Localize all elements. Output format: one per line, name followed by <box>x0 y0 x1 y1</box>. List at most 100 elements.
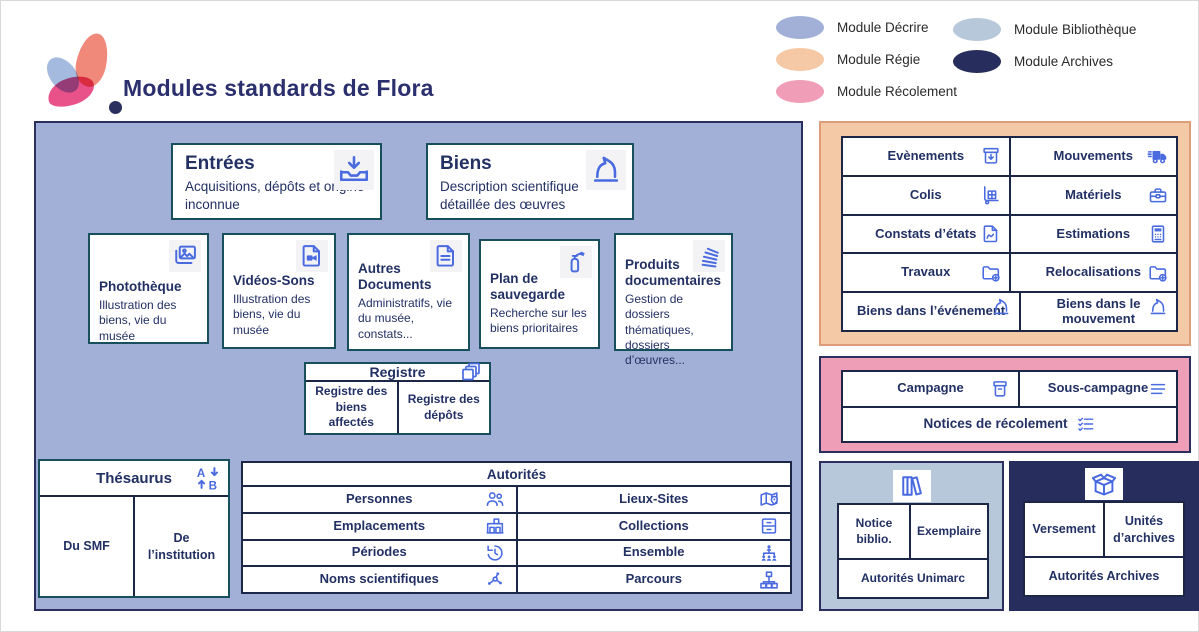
report-doc-icon <box>980 223 1002 245</box>
card-entrees: Entrées Acquisitions, dépôts et origine … <box>171 143 382 220</box>
thesaurus-cell: Du SMF <box>63 539 110 554</box>
card-title: Entrées <box>185 153 255 174</box>
autorites-row: Périodes Ensemble <box>243 540 790 566</box>
card-subtitle: Acquisitions, dépôts et origine inconnue <box>185 179 365 212</box>
thesaurus-cell: De l’institution <box>133 497 228 596</box>
hand-truck-icon <box>980 184 1002 206</box>
archives-cell-autorites-archives: Autorités Archives <box>1025 558 1183 595</box>
folder-plus-icon <box>1147 262 1169 284</box>
chess-knight-icon <box>990 296 1012 318</box>
shelf-icon <box>484 515 506 537</box>
autorites-row: Noms scientifiques Parcours <box>243 567 790 592</box>
cell-label: Noms scientifiques <box>319 571 439 587</box>
autorites-cell-emplacements: Emplacements <box>243 513 516 539</box>
registre-body: Registre des biens affectés Registre des… <box>306 382 489 433</box>
legend-label: Module Récolement <box>837 83 958 99</box>
regie-row: Colis Matériels <box>843 176 1176 214</box>
cell-label: Périodes <box>351 544 407 560</box>
flora-flower-icon <box>40 30 131 119</box>
registre-group: Registre Registre des biens affectés Reg… <box>304 362 491 435</box>
card-title: Photothèque <box>99 279 182 294</box>
recolement-table: Campagne Sous-campagne Notices de récole… <box>841 370 1178 443</box>
regie-row: Biens dans l’événement Biens dans le mou… <box>843 293 1176 330</box>
cell-label: Relocalisations <box>1045 264 1141 280</box>
archives-cell-versement: Versement <box>1025 503 1103 556</box>
map-pin-icon <box>758 488 780 510</box>
card-subtitle: Illustration des biens, vie du musée <box>99 297 177 343</box>
legend-swatch-regie <box>776 47 824 71</box>
video-file-icon <box>296 240 328 272</box>
cell-label: Biens dans l’événement <box>857 303 1006 319</box>
autorites-header: Autorités <box>243 463 790 485</box>
legend-label: Module Régie <box>837 51 921 67</box>
recolement-cell-notices: Notices de récolement <box>843 407 1176 441</box>
history-clock-icon <box>484 542 506 564</box>
cell-label: Parcours <box>625 571 682 587</box>
cell-label: Matériels <box>1065 186 1122 202</box>
autorites-row: Emplacements Collections <box>243 513 790 539</box>
legend-label: Module Archives <box>1014 53 1114 69</box>
bibliotheque-table: Notice biblio. Exemplaire Autorités Unim… <box>837 503 989 599</box>
regie-cell-biens-dans-levenement: Biens dans l’événement <box>843 293 1020 330</box>
autorites-row: Personnes Lieux-Sites <box>243 487 790 512</box>
archive-box-icon <box>989 378 1011 400</box>
regie-cell-constats-detats: Constats d’états <box>843 215 1009 253</box>
autorites-cell-personnes: Personnes <box>243 487 516 512</box>
truck-icon <box>1147 145 1169 167</box>
card-title: Autres Documents <box>358 261 432 292</box>
calculator-icon <box>1147 223 1169 245</box>
autorites-cell-lieux-sites: Lieux-Sites <box>517 487 790 512</box>
card-subtitle: Gestion de dossiers thématiques, dossier… <box>625 291 694 368</box>
module-recolement-panel: Campagne Sous-campagne Notices de récole… <box>819 356 1191 453</box>
cell-label: Evènements <box>887 147 965 163</box>
card-title: Biens <box>440 153 492 174</box>
cell-label: Biens dans le mouvement <box>1056 295 1141 326</box>
bibliotheque-row: Notice biblio. Exemplaire <box>839 505 988 558</box>
menu-lines-icon <box>1147 378 1169 400</box>
card-produits-documentaires: Produits documentaires Gestion de dossie… <box>614 233 733 367</box>
cell-label: Campagne <box>897 380 964 396</box>
card-plan-de-sauvegarde: Plan de sauvegarde Recherche sur les bie… <box>479 239 600 349</box>
regie-cell-travaux: Travaux <box>843 254 1009 292</box>
card-title: Produits documentaires <box>625 257 722 288</box>
regie-row: Evènements Mouvements <box>843 138 1176 175</box>
cell-label: Mouvements <box>1053 147 1133 163</box>
regie-cell-mouvements: Mouvements <box>1010 138 1176 175</box>
card-videos-sons: Vidéos-Sons Illustration des biens, vie … <box>222 233 336 349</box>
svg-text:B: B <box>209 480 217 492</box>
legend-column-1: Module Décrire Module Régie Module Récol… <box>776 15 957 111</box>
page-title: Modules standards de Flora <box>123 75 434 101</box>
cell-label: Personnes <box>346 490 413 506</box>
autorites-table: Autorités Personnes Lieux-Sites Emplacem… <box>241 461 792 594</box>
archive-in-icon <box>980 145 1002 167</box>
autorites-cell-periodes: Périodes <box>243 540 516 566</box>
card-title: Plan de sauvegarde <box>490 271 566 302</box>
regie-cell-biens-dans-le-mouvement: Biens dans le mouvement <box>1021 293 1176 330</box>
people-icon <box>484 488 506 510</box>
registre-header: Registre <box>306 362 489 383</box>
legend-swatch-decrire <box>776 15 824 39</box>
cell-label: Travaux <box>901 264 951 280</box>
autorites-cell-ensemble: Ensemble <box>517 540 790 566</box>
thesaurus-title: Thésaurus <box>96 469 172 487</box>
folder-plus-icon <box>980 262 1002 284</box>
legend-label: Module Bibliothèque <box>1014 21 1137 37</box>
checklist-icon <box>1076 414 1096 434</box>
cell-label: Estimations <box>1056 225 1131 241</box>
recolement-row: Campagne Sous-campagne <box>843 372 1176 406</box>
regie-cell-relocalisations: Relocalisations <box>1010 254 1176 292</box>
chess-knight-icon <box>1147 296 1169 318</box>
bibliotheque-cell-autorites-unimarc: Autorités Unimarc <box>839 560 988 597</box>
autorites-cell-collections: Collections <box>517 513 790 539</box>
card-phototheque: Photothèque Illustration des biens, vie … <box>88 233 209 344</box>
legend-swatch-recolement <box>776 79 824 103</box>
molecule-icon <box>484 569 506 591</box>
cell-label: Emplacements <box>333 517 426 533</box>
legend-label: Module Décrire <box>837 19 929 35</box>
module-bibliotheque-panel: Notice biblio. Exemplaire Autorités Unim… <box>819 461 1004 611</box>
registre-cell: Registre des biens affectés <box>315 384 388 430</box>
document-icon <box>430 240 462 272</box>
toolbox-icon <box>1147 184 1169 206</box>
